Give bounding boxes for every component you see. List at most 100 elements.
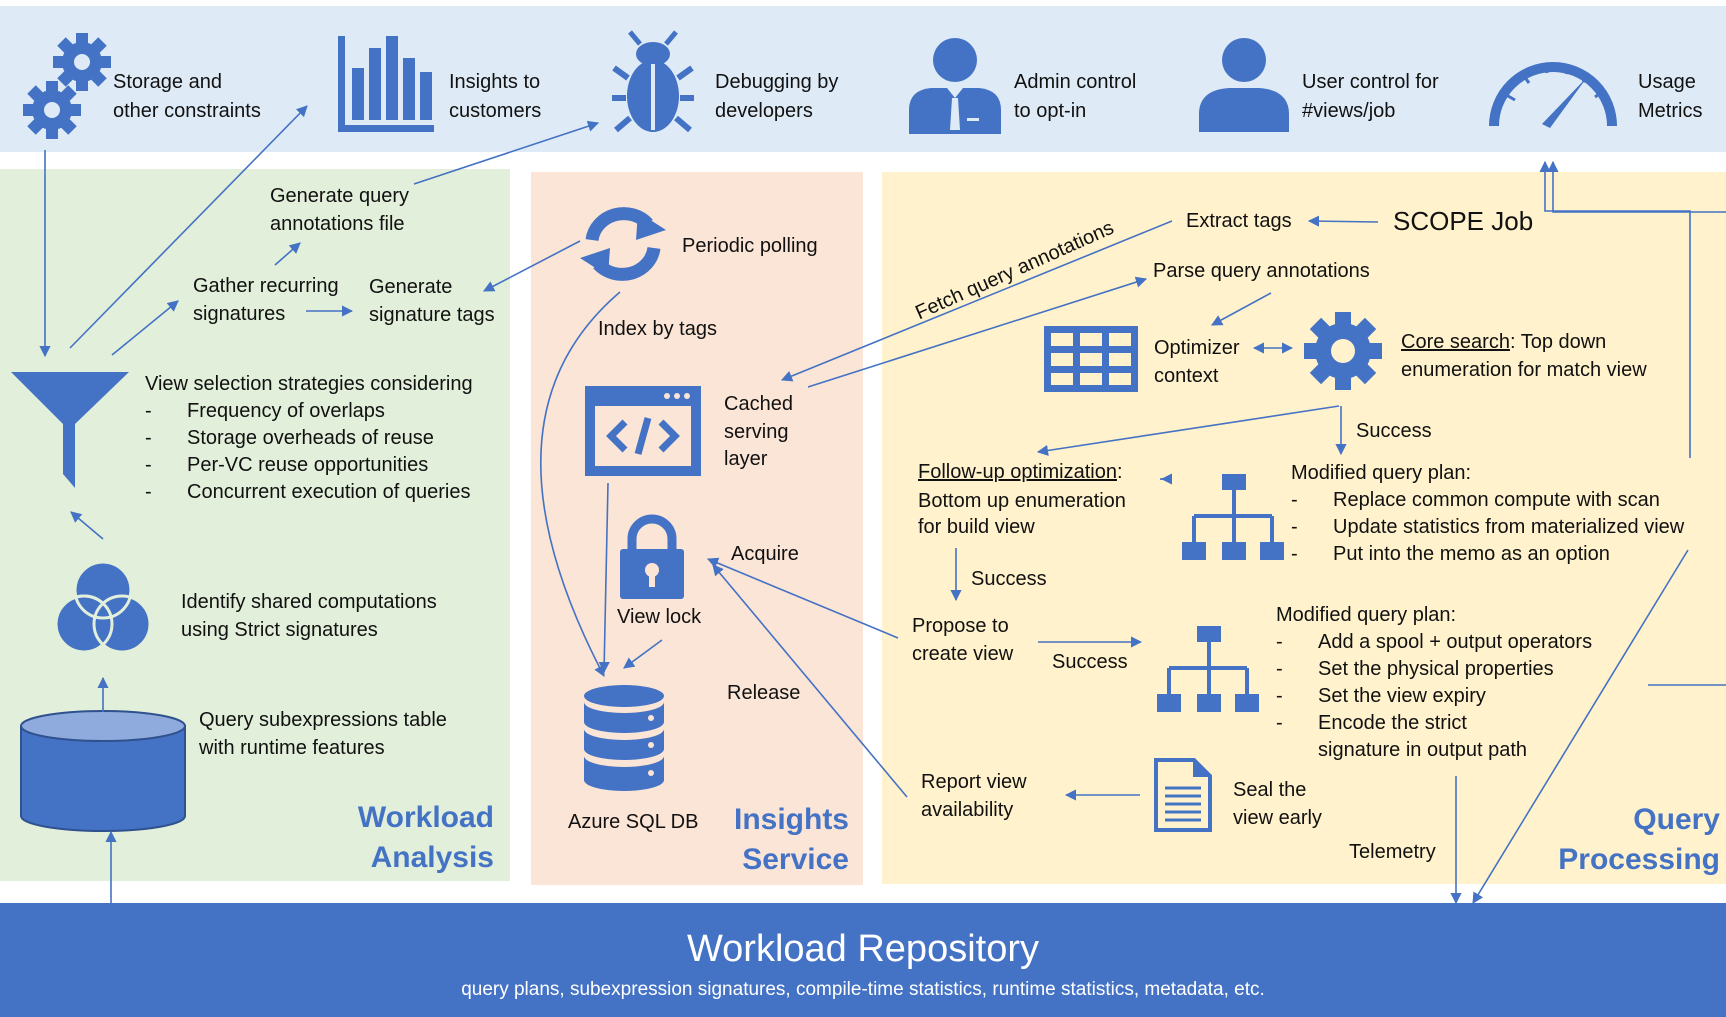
- venn-icon: [54, 560, 152, 654]
- modified-plan-1-list: Replace common compute with scan Update …: [1291, 487, 1684, 568]
- admin-label-2: to opt-in: [1014, 100, 1087, 122]
- workload-title-2: Analysis: [370, 841, 494, 874]
- insights-label-2: customers: [449, 100, 542, 122]
- gauge-icon: [1489, 62, 1617, 128]
- scope-job: SCOPE Job: [1393, 206, 1534, 236]
- debugging-label-2: developers: [715, 100, 813, 122]
- parse-query-annotations: Parse query annotations: [1153, 260, 1370, 282]
- cached-3: layer: [724, 448, 768, 470]
- core-search-1: Core search: Top down: [1401, 328, 1606, 356]
- insights-label-1: Insights to: [449, 71, 541, 93]
- storage-label-2: other constraints: [113, 100, 261, 122]
- gears-icon: [23, 33, 111, 139]
- list-item: Add a spool + output operators: [1276, 629, 1592, 656]
- view-lock-label: View lock: [617, 606, 702, 628]
- modified-plan-2-heading: Modified query plan:: [1276, 604, 1457, 626]
- modified-plan-2: Modified query plan: Add a spool + outpu…: [1276, 602, 1592, 764]
- insights-title-1: Insights: [733, 803, 849, 836]
- list-item: Per-VC reuse opportunities: [145, 452, 473, 479]
- admin-label-1: Admin control: [1014, 71, 1137, 93]
- list-item: Replace common compute with scan: [1291, 487, 1684, 514]
- repository-subtitle: query plans, subexpression signatures, c…: [461, 979, 1265, 1000]
- query-subexpressions-1: Query subexpressions table: [199, 709, 447, 731]
- propose-2: create view: [912, 643, 1014, 665]
- generate-tags-1: Generate: [369, 276, 453, 298]
- followup-label: Follow-up optimization: [918, 461, 1117, 483]
- followup-colon: :: [1116, 461, 1123, 483]
- lock-icon: [620, 514, 684, 599]
- user-label-1: User control for: [1302, 71, 1439, 93]
- success-3: Success: [1052, 651, 1128, 673]
- bar-chart-icon: [338, 36, 434, 132]
- seal-early-2: view early: [1233, 807, 1322, 829]
- user-label-2: #views/job: [1302, 100, 1396, 122]
- hierarchy-icon: [1182, 474, 1284, 560]
- generate-annotations-1: Generate query: [270, 185, 409, 207]
- list-item: Put into the memo as an option: [1291, 541, 1684, 568]
- funnel-icon: [11, 372, 129, 488]
- storage-label-1: Storage and: [113, 71, 222, 93]
- modified-plan-1: Modified query plan: Replace common comp…: [1291, 460, 1684, 568]
- list-item: Update statistics from materialized view: [1291, 514, 1684, 541]
- core-search-2: enumeration for match view: [1401, 359, 1647, 381]
- repository-title: Workload Repository: [686, 928, 1039, 970]
- top-band: [0, 6, 1726, 152]
- workload-repository: Workload Repository query plans, subexpr…: [0, 903, 1726, 1017]
- followup-1: Follow-up optimization:: [918, 458, 1123, 486]
- optimizer-context-2: context: [1154, 365, 1219, 387]
- debugging-label-1: Debugging by: [715, 71, 839, 93]
- index-by-tags: Index by tags: [598, 318, 717, 340]
- hierarchy-icon: [1157, 626, 1259, 712]
- gather-signatures-2: signatures: [193, 303, 286, 325]
- user-icon: [1199, 38, 1289, 132]
- list-item: Set the view expiry: [1276, 683, 1592, 710]
- followup-3: for build view: [918, 516, 1035, 538]
- database-table-icon: [20, 710, 186, 832]
- report-availability-2: availability: [921, 799, 1014, 821]
- modified-plan-2-list: Add a spool + output operators Set the p…: [1276, 629, 1592, 737]
- success-2: Success: [971, 568, 1047, 590]
- list-item: Storage overheads of reuse: [145, 425, 473, 452]
- query-title-2: Processing: [1558, 843, 1720, 876]
- refresh-icon: [580, 207, 666, 281]
- grid-table-icon: [1044, 326, 1138, 392]
- workload-title-1: Workload: [357, 801, 494, 834]
- identify-shared-1: Identify shared computations: [181, 591, 437, 613]
- list-item: Frequency of overlaps: [145, 398, 473, 425]
- seal-early-1: Seal the: [1233, 779, 1307, 801]
- list-item: Set the physical properties: [1276, 656, 1592, 683]
- document-icon: [1154, 758, 1212, 832]
- businessman-icon: [909, 38, 1001, 134]
- report-availability-1: Report view: [921, 771, 1027, 793]
- insights-title-2: Service: [742, 843, 849, 876]
- view-selection-block: View selection strategies considering Fr…: [145, 371, 473, 506]
- bug-icon: [612, 30, 694, 133]
- cached-1: Cached: [724, 393, 793, 415]
- acquire-label: Acquire: [731, 543, 799, 565]
- optimizer-context-1: Optimizer: [1154, 337, 1240, 359]
- core-search-label: Core search: [1401, 331, 1510, 353]
- propose-1: Propose to: [912, 615, 1009, 637]
- gather-signatures-1: Gather recurring: [193, 275, 339, 297]
- periodic-polling: Periodic polling: [682, 235, 818, 257]
- generate-tags-2: signature tags: [369, 304, 495, 326]
- usage-label-1: Usage: [1638, 71, 1696, 93]
- modified-plan-2-cont: signature in output path: [1318, 739, 1528, 761]
- followup-2: Bottom up enumeration: [918, 490, 1126, 512]
- gear-icon: [1304, 312, 1382, 390]
- cached-2: serving: [724, 421, 789, 443]
- identify-shared-2: using Strict signatures: [181, 619, 378, 641]
- modified-plan-1-heading: Modified query plan:: [1291, 462, 1472, 484]
- extract-tags: Extract tags: [1186, 210, 1292, 232]
- generate-annotations-2: annotations file: [270, 213, 405, 235]
- list-item: Encode the strict: [1276, 710, 1592, 737]
- telemetry-label: Telemetry: [1349, 841, 1436, 863]
- list-item: Concurrent execution of queries: [145, 479, 473, 506]
- usage-label-2: Metrics: [1638, 100, 1703, 122]
- azure-sql-label: Azure SQL DB: [568, 811, 699, 833]
- success-1: Success: [1356, 420, 1432, 442]
- code-window-icon: [585, 386, 701, 476]
- query-title-1: Query: [1633, 803, 1720, 836]
- view-selection-list: Frequency of overlaps Storage overheads …: [145, 398, 473, 506]
- database-icon: [584, 685, 664, 791]
